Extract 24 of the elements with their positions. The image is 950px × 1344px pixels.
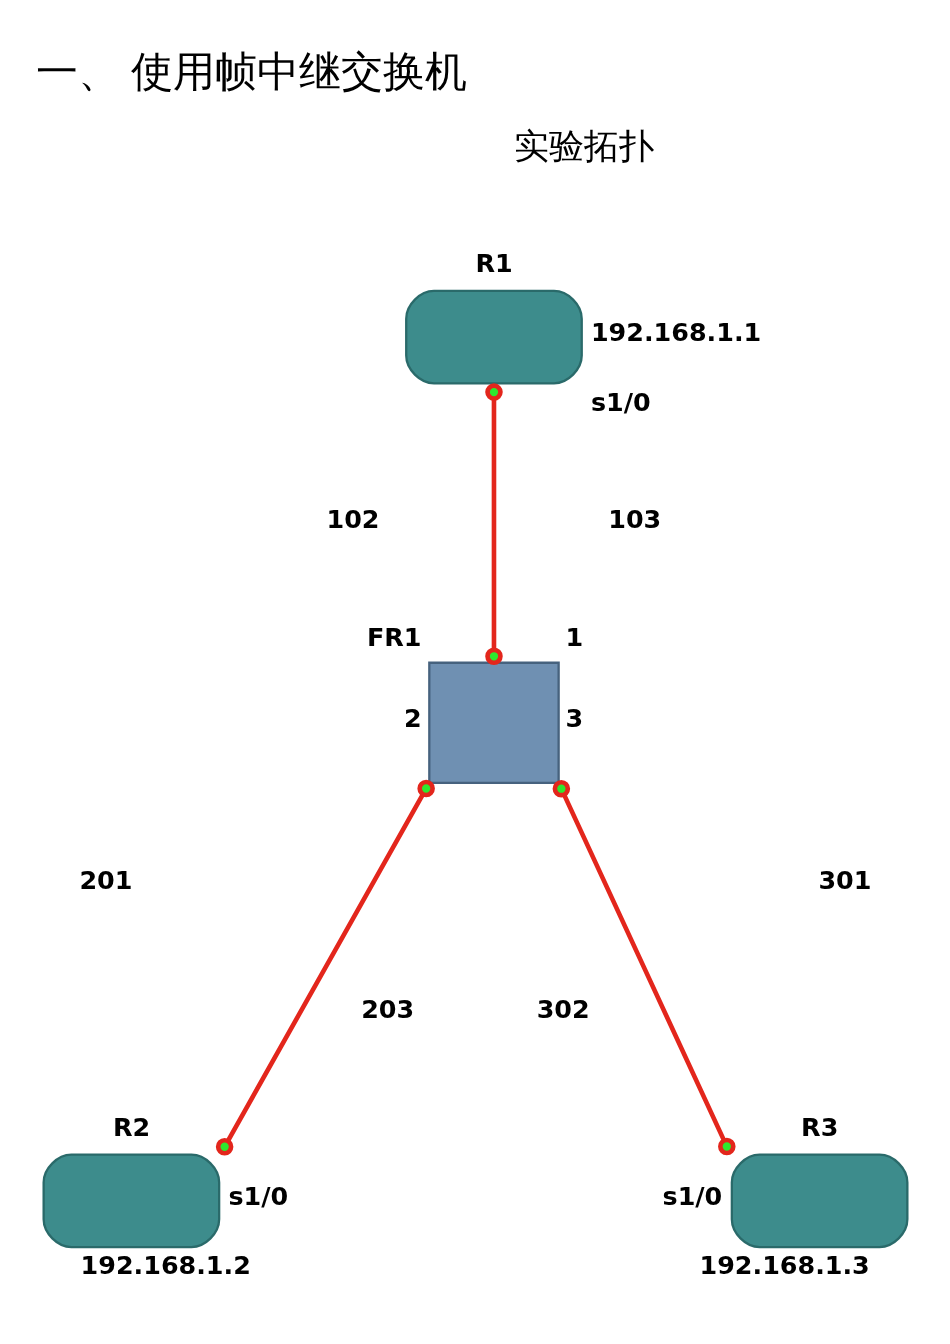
connector <box>484 383 503 666</box>
connector <box>552 779 736 1156</box>
label: 203 <box>360 993 414 1024</box>
node-label: s1/0 <box>662 1181 722 1212</box>
label: 实验拓扑 <box>513 127 654 166</box>
node-label: s1/0 <box>590 386 651 417</box>
node-label: 192.168.1.3 <box>699 1250 870 1281</box>
node-label: s1/0 <box>227 1181 288 1212</box>
node-label: 192.168.1.2 <box>80 1250 251 1281</box>
node-label: R2 <box>112 1111 150 1142</box>
label: 301 <box>817 864 871 895</box>
node-label: FR1 <box>366 622 422 653</box>
node-label: 192.168.1.1 <box>590 317 761 348</box>
node-label: 3 <box>565 702 583 733</box>
node-label: 1 <box>565 622 583 653</box>
label: 201 <box>78 864 132 895</box>
node-label: 2 <box>403 702 422 733</box>
connector <box>215 779 435 1156</box>
label: 102 <box>326 504 380 535</box>
node-label: R1 <box>475 248 513 279</box>
label: 302 <box>536 993 590 1024</box>
node-label: R3 <box>800 1111 838 1142</box>
label: 103 <box>607 504 661 535</box>
diagram-title: 一、 使用帧中继交换机 <box>35 49 467 96</box>
